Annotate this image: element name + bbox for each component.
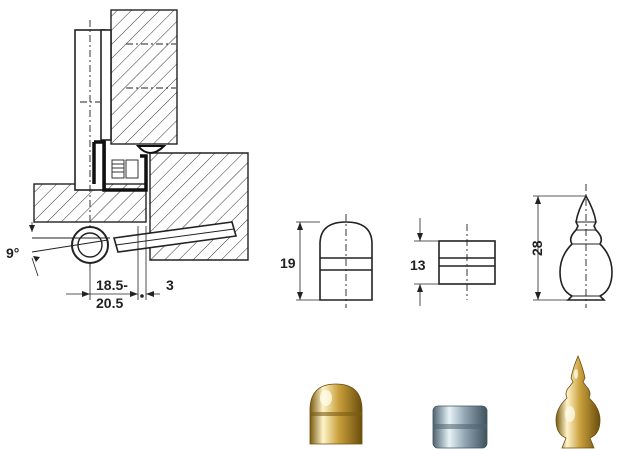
hinge-bracket <box>92 140 148 192</box>
hinge-section-drawing: 9° 18.5- 20.5 3 <box>6 9 249 311</box>
gasket <box>135 145 167 154</box>
dome-cap-drawing: 19 <box>280 214 373 308</box>
flat-cap-drawing: 13 <box>410 218 496 306</box>
gap-label: 3 <box>166 277 174 293</box>
flat-cap-dimension: 13 <box>410 257 426 273</box>
finial-cap-dimension: 28 <box>529 240 545 256</box>
door-leaf <box>110 9 178 145</box>
offset-label-top: 18.5- <box>96 277 128 293</box>
finial-cap-photo <box>555 354 601 449</box>
finial-cap-drawing: 28 <box>529 184 613 308</box>
angle-label: 9° <box>6 245 19 261</box>
dome-cap-photo <box>309 383 363 445</box>
offset-label-bottom: 20.5 <box>96 295 123 311</box>
dome-cap-dimension: 19 <box>280 255 296 271</box>
flat-cap-photo <box>432 405 488 449</box>
